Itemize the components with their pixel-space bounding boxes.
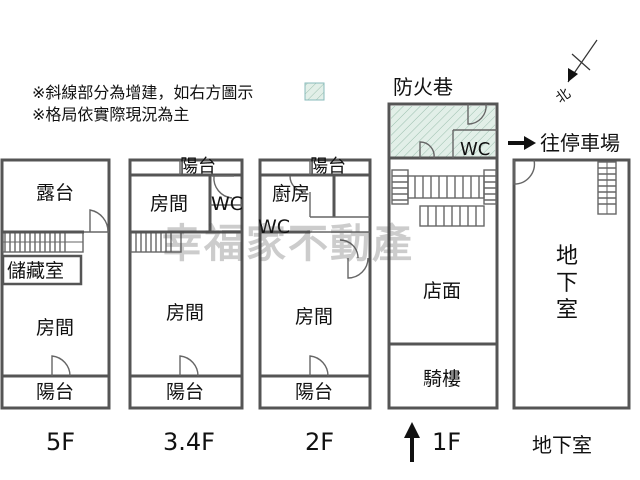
room-storefront: 店面: [423, 280, 461, 302]
fire-lane-label: 防火巷: [393, 75, 453, 99]
stairs-1f: [391, 169, 497, 227]
room-balcony: 陽台: [36, 381, 74, 403]
room-basement-char2: 下: [556, 271, 578, 296]
room-basement-char1: 地: [556, 244, 578, 269]
entrance-arrow-icon: [404, 422, 420, 462]
room-basement-char3: 室: [556, 298, 578, 323]
room-wc: WC: [460, 139, 490, 160]
room-terrace: 露台: [36, 182, 74, 204]
floor-label-2f: 2F: [305, 428, 334, 456]
floor-5f-plan: 露台 儲藏室 房間 陽台: [0, 158, 111, 410]
floor-label-basement: 地下室: [532, 433, 592, 457]
room-bedroom: 房間: [36, 317, 74, 339]
floor-label-34f: 3.4F: [163, 428, 215, 456]
watermark: 幸福家不動產: [162, 221, 414, 267]
room-balcony-top: 陽台: [310, 156, 346, 177]
room-kitchen: 廚房: [272, 182, 310, 205]
stairs-5f: [2, 231, 84, 253]
room-storage: 儲藏室: [7, 260, 64, 282]
room-balcony-top: 陽台: [180, 156, 216, 177]
room-bedroom-top: 房間: [150, 193, 188, 215]
room-arcade: 騎樓: [423, 368, 461, 390]
extension-hatched-area: [391, 106, 495, 158]
floor-label-1f: 1F: [432, 428, 461, 456]
parking-label: 往停車場: [540, 131, 620, 155]
note-extension: ※斜線部分為增建，如右方圖示: [32, 83, 253, 102]
parking-arrow-icon: [508, 136, 536, 150]
extension-legend-swatch: [304, 82, 325, 101]
room-bedroom-main: 房間: [166, 302, 204, 324]
room-balcony-bottom: 陽台: [295, 381, 333, 403]
north-compass-icon: 北: [553, 39, 598, 107]
floor-1f-plan: WC 店面 騎樓: [387, 102, 499, 410]
compass-north-label: 北: [553, 86, 574, 107]
room-wc: WC: [211, 193, 243, 215]
room-wc: WC: [258, 216, 290, 238]
stairs-basement: [597, 161, 617, 215]
note-layout: ※格局依實際現況為主: [32, 105, 189, 124]
floor-34f-plan: 陽台 房間 WC 房間 陽台: [128, 156, 244, 410]
floor-basement-plan: 地 下 室: [512, 158, 631, 410]
room-bedroom: 房間: [295, 306, 333, 328]
floor-label-5f: 5F: [46, 428, 75, 456]
room-balcony-bottom: 陽台: [166, 381, 204, 403]
floor-2f-plan: 陽台 廚房 WC 房間 陽台: [258, 156, 372, 410]
